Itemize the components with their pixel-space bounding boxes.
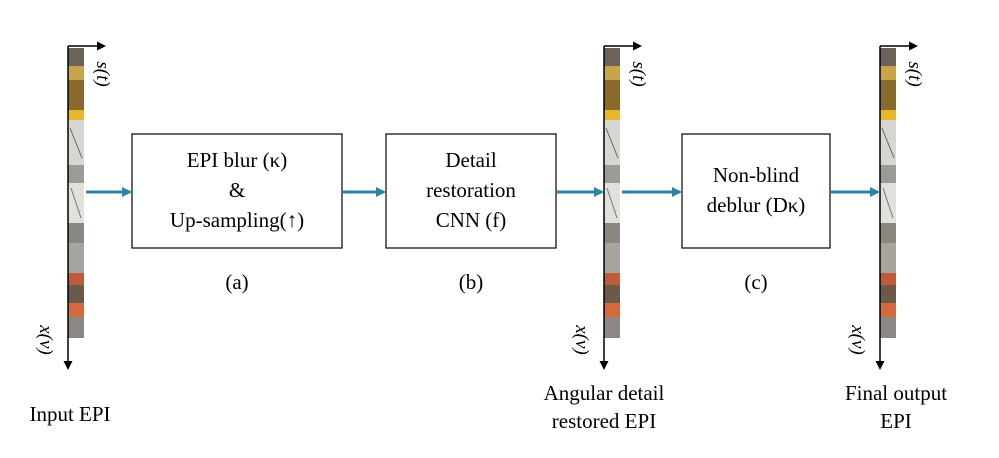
box-a-caption: (a) bbox=[225, 270, 248, 294]
box-a-line1: EPI blur (κ) bbox=[187, 148, 287, 172]
box-a-line2: & bbox=[229, 178, 245, 202]
input-epi-caption: Input EPI bbox=[29, 402, 110, 426]
box-epi-blur bbox=[131, 133, 343, 249]
input-epi-image bbox=[67, 47, 85, 339]
restored-epi-image bbox=[603, 47, 621, 339]
final-epi: s(t) x(v) bbox=[847, 41, 925, 370]
final-epi-image bbox=[879, 47, 897, 339]
x-axis-label: x(v) bbox=[847, 324, 868, 355]
x-axis-label: x(v) bbox=[35, 324, 56, 355]
box-c-line2: deblur (Dκ) bbox=[707, 193, 806, 217]
s-axis-label: s(t) bbox=[92, 61, 113, 86]
restored-epi-caption-line1: Angular detail bbox=[544, 381, 665, 405]
input-epi: s(t) x(v) bbox=[35, 41, 113, 370]
box-b-line3: CNN (f) bbox=[436, 208, 507, 232]
box-a-line3: Up-sampling(↑) bbox=[170, 208, 304, 232]
final-epi-caption-line2: EPI bbox=[880, 409, 912, 433]
s-axis-label: s(t) bbox=[628, 61, 649, 86]
restored-epi: s(t) x(v) bbox=[571, 41, 649, 370]
restored-epi-caption-line2: restored EPI bbox=[552, 409, 656, 433]
final-epi-caption-line1: Final output bbox=[845, 381, 947, 405]
box-non-blind-deblur bbox=[681, 133, 831, 249]
box-c-line1: Non-blind bbox=[713, 163, 800, 187]
box-b-caption: (b) bbox=[459, 270, 484, 294]
box-b-line1: Detail bbox=[445, 148, 496, 172]
box-b-line2: restoration bbox=[426, 178, 516, 202]
x-axis-label: x(v) bbox=[571, 324, 592, 355]
s-axis-label: s(t) bbox=[904, 61, 925, 86]
box-c-caption: (c) bbox=[744, 270, 767, 294]
